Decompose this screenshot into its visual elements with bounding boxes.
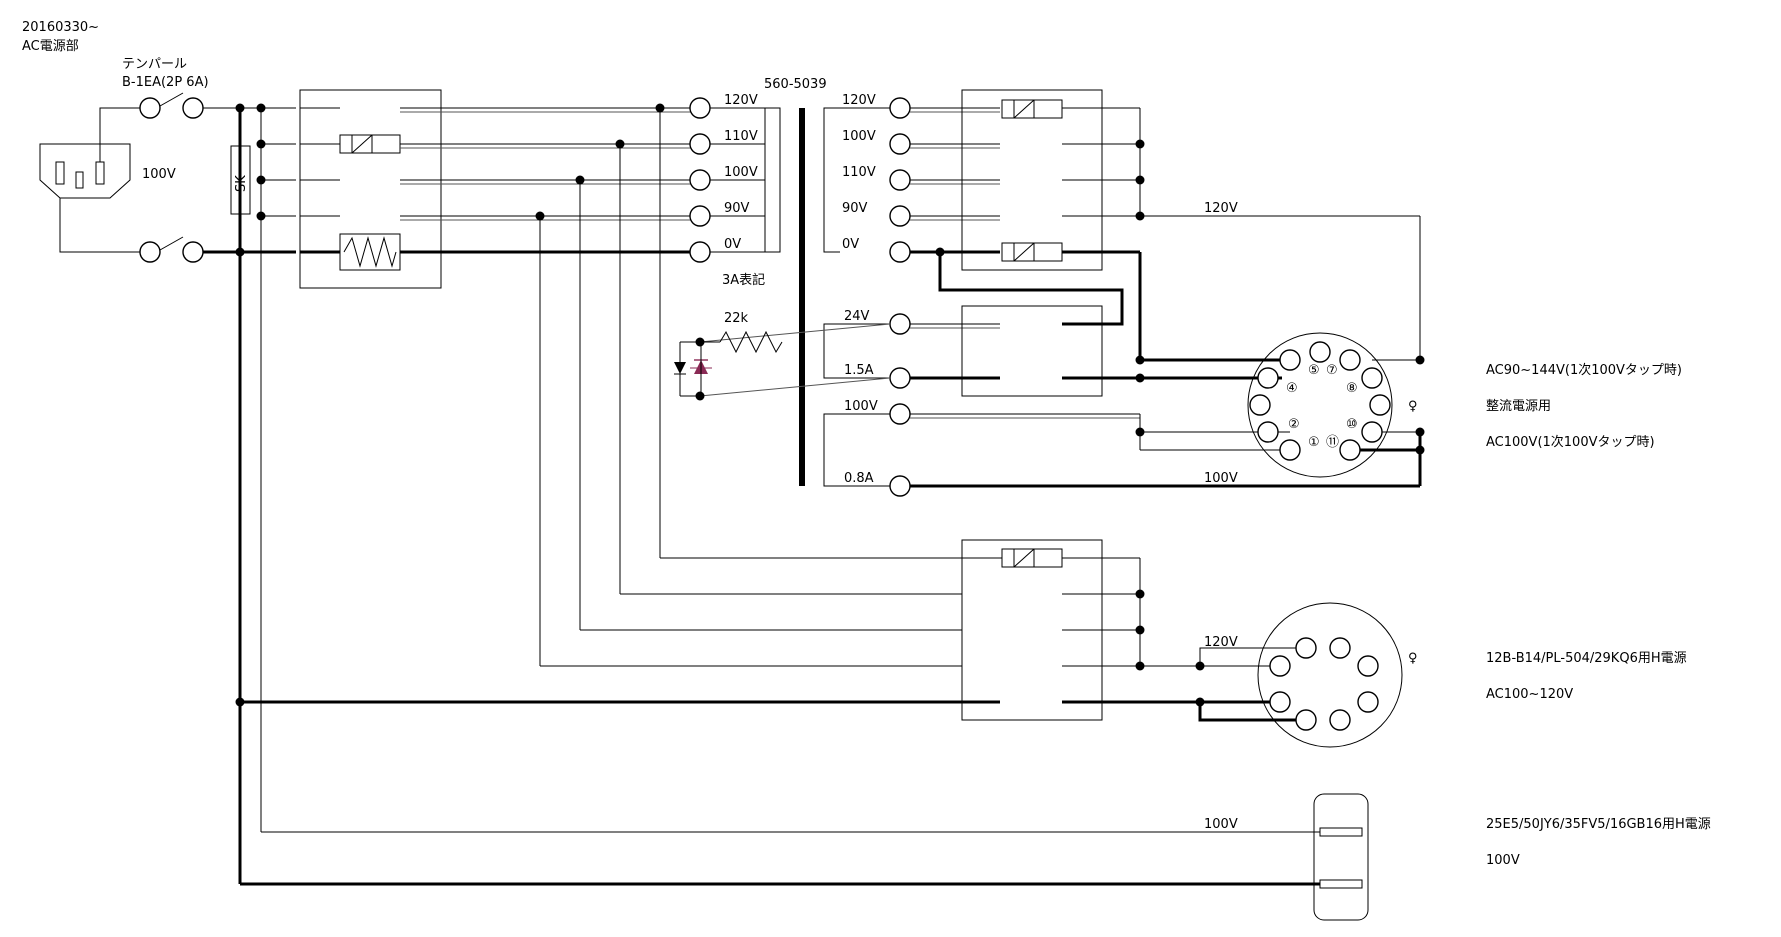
socket3-desc-2: 100V <box>1486 853 1520 868</box>
primary-tap-120v: 120V <box>724 93 758 108</box>
primary-note: 3A表記 <box>722 272 765 288</box>
secondary-winding-3 <box>823 403 1422 497</box>
socket1-pin-11: ⑪ <box>1326 435 1339 450</box>
out-120v-label: 120V <box>1204 201 1238 216</box>
socket1-pin-8: ⑧ <box>1346 381 1358 396</box>
socket3-desc-1: 25E5/50JY6/35FV5/16GB16用H電源 <box>1486 817 1711 832</box>
socket1-pin-10: ⑩ <box>1346 417 1358 432</box>
switch-model: B-1EA(2P 6A) <box>122 75 209 90</box>
primary-tap-110v: 110V <box>724 129 758 144</box>
ac-inlet <box>39 107 150 253</box>
secondary-tap-0v: 0V <box>842 237 859 252</box>
secondary-tap-110v: 110V <box>842 165 876 180</box>
tap-wires-to-relay-4 <box>240 108 1002 704</box>
header-date: 20160330~ <box>22 20 99 35</box>
pilot-resistor-label: 22k <box>724 311 749 326</box>
socket1-pin-4: ④ <box>1286 381 1298 396</box>
secondary-tap-100v: 100V <box>842 129 876 144</box>
heater-outlet <box>1313 793 1369 921</box>
socket1-pin-1: ① <box>1308 435 1320 450</box>
socket-1 <box>1247 332 1393 478</box>
socket1-pin-7: ⑦ <box>1326 363 1338 378</box>
pilot-lamp-circuit <box>674 330 783 397</box>
primary-tap-0v: 0V <box>724 237 741 252</box>
relay-fuse-box-1 <box>299 89 442 289</box>
secondary-winding-1 <box>823 97 1000 263</box>
socket1-pin-5: ⑤ <box>1308 363 1320 378</box>
primary-tap-100v: 100V <box>724 165 758 180</box>
secondary-tap-90v: 90V <box>842 201 868 216</box>
relay-box-4 <box>961 539 1200 721</box>
relay-box-2 <box>961 89 1421 360</box>
heater-tap-0-8a: 0.8A <box>844 471 874 486</box>
socket1-desc-3: AC100V(1次100Vタップ時) <box>1486 434 1655 450</box>
primary-wires <box>400 107 700 254</box>
socket1-symbol: ♀ <box>1408 399 1418 414</box>
inlet-voltage: 100V <box>142 167 176 182</box>
transformer-part-number: 560-5039 <box>764 77 827 92</box>
secondary-winding-2 <box>699 313 1000 397</box>
socket2-desc-2: AC100~120V <box>1486 687 1573 702</box>
primary-terminals <box>689 97 781 263</box>
switch-name: テンパール <box>122 57 187 72</box>
low-tap-24v: 24V <box>844 309 870 324</box>
header-title: AC電源部 <box>22 39 79 54</box>
secondary-tap-120v: 120V <box>842 93 876 108</box>
socket2-symbol: ♀ <box>1408 651 1418 666</box>
primary-tap-90v: 90V <box>724 201 750 216</box>
out-100v-label-b: 100V <box>1204 817 1238 832</box>
socket1-pin-2: ② <box>1288 417 1300 432</box>
low-tap-1-5a: 1.5A <box>844 363 874 378</box>
heater-tap-100v: 100V <box>844 399 878 414</box>
junction-dots <box>235 103 1425 707</box>
out-100v-label-a: 100V <box>1204 471 1238 486</box>
socket2-desc-1: 12B-B14/PL-504/29KQ6用H電源 <box>1486 651 1687 666</box>
socket1-desc-1: AC90~144V(1次100Vタップ時) <box>1486 362 1682 378</box>
socket1-desc-2: 整流電源用 <box>1486 399 1551 414</box>
socket2-120v-label: 120V <box>1204 635 1238 650</box>
socket-2 <box>1198 602 1403 748</box>
